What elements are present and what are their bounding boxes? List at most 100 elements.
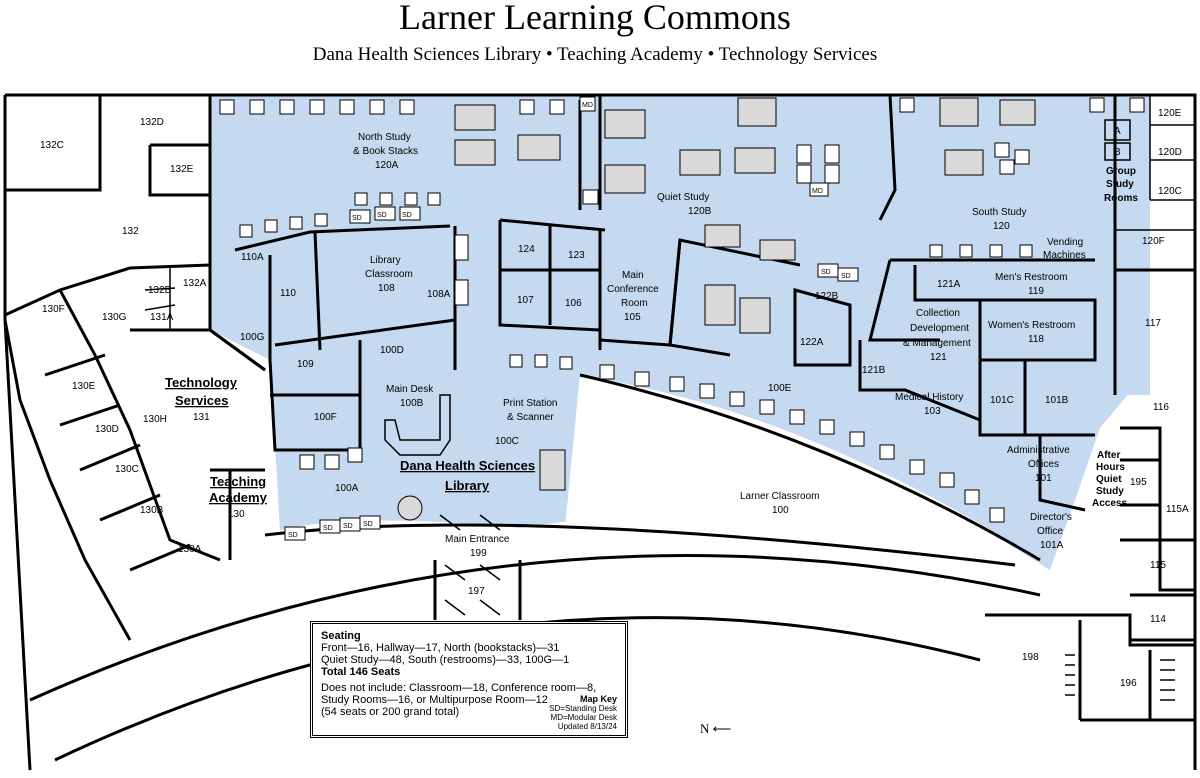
library-classroom-label-2: Classroom: [365, 269, 413, 280]
standing-desk-label: SD: [821, 269, 831, 276]
room-132-label: 132: [122, 226, 139, 237]
standing-desk-label: SD: [288, 532, 298, 539]
room-130a-label: 130A: [178, 544, 202, 555]
conference-room-label-2: Conference: [607, 284, 659, 295]
standing-desk-label: SD: [323, 525, 333, 532]
conference-room-label-3: Room: [621, 298, 648, 309]
map-key: Map Key SD=Standing Desk MD=Modular Desk…: [549, 694, 617, 732]
room-132d-label: 132D: [140, 117, 164, 128]
map-title: Larner Learning Commons: [399, 0, 791, 37]
room-130-label: 130: [228, 509, 245, 520]
admin-offices-label: Administrative: [1007, 445, 1070, 456]
vending-label-2: Machines: [1043, 250, 1086, 261]
south-study-label: South Study: [972, 207, 1026, 218]
room-132a-label: 132A: [183, 278, 207, 289]
room-115-label: 115: [1150, 560, 1166, 571]
chair-row: [219, 97, 1145, 523]
legend-line-4: Study Rooms—16, or Multipurpose Room—12: [321, 694, 548, 706]
after-hours-label-5: Access: [1092, 498, 1127, 509]
teaching-academy-label: Teaching: [210, 474, 266, 489]
north-label: N: [700, 721, 710, 736]
room-195-label: 195: [1130, 477, 1147, 488]
conference-room-label: Main: [622, 270, 644, 281]
room-131a-label: 131A: [150, 312, 174, 323]
standing-desk-label: SD: [343, 523, 353, 530]
group-study-label-2: Study: [1106, 179, 1134, 190]
room-120d-label: 120D: [1158, 147, 1182, 158]
map-key-title: Map Key: [579, 694, 617, 704]
room-117-label: 117: [1145, 318, 1161, 329]
room-132c-label: 132C: [40, 140, 64, 151]
legend-total: Total 146 Seats: [321, 666, 401, 678]
room-100g-label: 100G: [240, 332, 265, 343]
room-120f-label: 120F: [1142, 236, 1165, 247]
library-area: [210, 95, 1150, 570]
standing-desk-label: SD: [363, 521, 373, 528]
room-115a-label: 115A: [1166, 504, 1189, 515]
room-101-label: 101: [1035, 473, 1052, 484]
legend-line-1: Front—16, Hallway—17, North (bookstacks)…: [321, 642, 560, 654]
room-100a-label: 100A: [335, 483, 359, 494]
room-120c-label: 120C: [1158, 186, 1182, 197]
room-b-label: B: [1114, 147, 1121, 158]
room-121a-label: 121A: [937, 279, 961, 290]
room-130f-label: 130F: [42, 304, 65, 315]
room-132b-label: 132B: [148, 285, 172, 296]
room-100-label: 100: [772, 505, 789, 516]
room-105-label: 105: [624, 312, 641, 323]
legend-line-3: Does not include: Classroom—18, Conferen…: [321, 682, 597, 694]
main-desk-label: Main Desk: [386, 384, 434, 395]
medical-history-label: Medical History: [895, 392, 963, 403]
room-119-label: 119: [1028, 286, 1044, 297]
room-118-label: 118: [1028, 334, 1044, 345]
room-106-label: 106: [565, 298, 582, 309]
standing-desk-label: SD: [352, 215, 362, 222]
vending-label: Vending: [1047, 237, 1083, 248]
standing-desk-label: SD: [377, 212, 387, 219]
legend-line-5: (54 seats or 200 grand total): [321, 706, 460, 718]
room-116-label: 116: [1153, 402, 1169, 413]
print-station-label: Print Station: [503, 398, 557, 409]
dana-library-label: Dana Health Sciences: [400, 458, 535, 473]
standing-desk-label: SD: [841, 273, 851, 280]
directors-office-label-2: Office: [1037, 526, 1063, 537]
north-arrow: N ⟵: [700, 721, 731, 737]
map-key-updated: Updated 8/13/24: [557, 722, 617, 731]
library-classroom-label: Library: [370, 255, 401, 266]
technology-services-label: Technology: [165, 375, 238, 390]
collection-label-2: Development: [910, 323, 969, 334]
room-123-label: 123: [568, 250, 585, 261]
map-key-md: MD=Modular Desk: [550, 713, 617, 722]
legend-heading: Seating: [321, 630, 361, 642]
room-130g-label: 130G: [102, 312, 127, 323]
room-131-label: 131: [193, 412, 210, 423]
room-130h-label: 130H: [143, 414, 167, 425]
room-108-label: 108: [378, 283, 395, 294]
after-hours-label-2: Hours: [1096, 462, 1125, 473]
room-130d-label: 130D: [95, 424, 119, 435]
room-130b-label: 130B: [140, 505, 164, 516]
north-study-label: North Study: [358, 132, 411, 143]
mens-restroom-label: Men's Restroom: [995, 272, 1068, 283]
room-107-label: 107: [517, 295, 534, 306]
group-study-label: Group: [1106, 166, 1136, 177]
larner-classroom-label: Larner Classroom: [740, 491, 819, 502]
womens-restroom-label: Women's Restroom: [988, 320, 1075, 331]
scanner-label: & Scanner: [507, 412, 554, 423]
main-entrance-label: Main Entrance: [445, 534, 510, 545]
modular-desk-label: MD: [812, 188, 823, 195]
room-110-label: 110: [280, 288, 296, 299]
admin-offices-label-2: Offices: [1028, 459, 1059, 470]
room-108a-label: 108A: [427, 289, 451, 300]
room-109-label: 109: [297, 359, 314, 370]
study-tables: [454, 97, 1036, 491]
room-100f-label: 100F: [314, 412, 337, 423]
teaching-academy-label-2: Academy: [209, 490, 268, 505]
seating-legend: Seating Front—16, Hallway—17, North (boo…: [310, 621, 628, 738]
dana-library-label-2: Library: [445, 478, 490, 493]
room-103-label: 103: [924, 406, 941, 417]
room-100d-label: 100D: [380, 345, 404, 356]
technology-services-label-2: Services: [175, 393, 229, 408]
room-120-label: 120: [993, 221, 1010, 232]
